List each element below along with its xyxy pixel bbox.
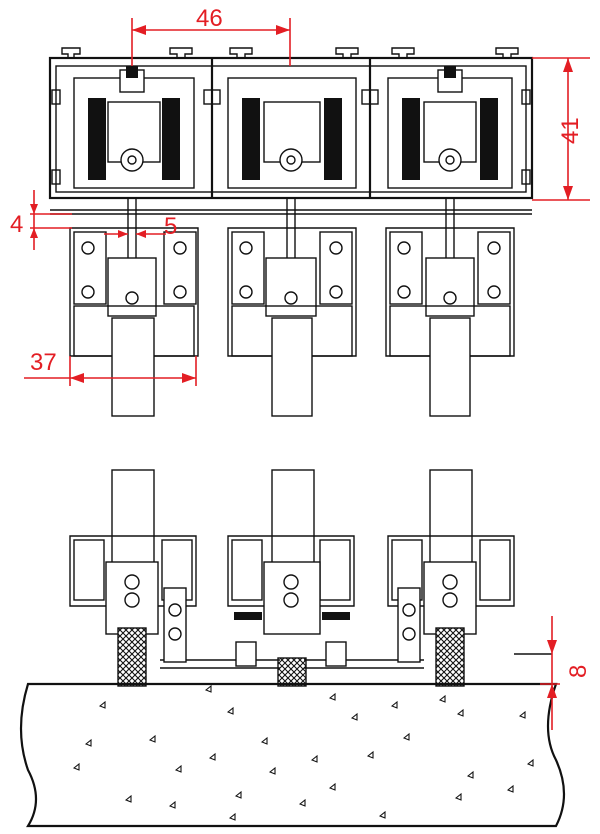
top-door-panel-2 bbox=[227, 227, 357, 417]
top-track-rail bbox=[48, 47, 534, 215]
concrete-floor bbox=[19, 682, 566, 828]
top-door-panel-3 bbox=[385, 227, 515, 417]
bottom-door-panel-2 bbox=[227, 469, 355, 687]
carriage-1 bbox=[73, 66, 195, 189]
dimension-4: 4 bbox=[10, 190, 72, 250]
hanger-stems bbox=[127, 198, 455, 262]
dimension-37: 37 bbox=[24, 349, 197, 386]
dimension-46-label: 46 bbox=[196, 5, 223, 32]
top-door-panel-1 bbox=[69, 227, 199, 417]
carriage-2 bbox=[227, 77, 357, 189]
bottom-door-panel-1 bbox=[69, 469, 197, 687]
dimension-5-label: 5 bbox=[164, 213, 177, 240]
dimension-8: 8 bbox=[540, 616, 592, 730]
dimension-37-label: 37 bbox=[30, 349, 57, 376]
dimension-4-label: 4 bbox=[10, 211, 23, 238]
dimension-46: 46 bbox=[131, 5, 291, 66]
dimension-5: 5 bbox=[104, 213, 177, 240]
floor-guide bbox=[160, 587, 552, 669]
dimension-8-label: 8 bbox=[565, 665, 592, 678]
dimension-41-label: 41 bbox=[557, 117, 584, 144]
dimension-41: 41 bbox=[532, 57, 590, 201]
bottom-door-panel-3 bbox=[387, 469, 515, 687]
carriage-3 bbox=[387, 66, 513, 189]
